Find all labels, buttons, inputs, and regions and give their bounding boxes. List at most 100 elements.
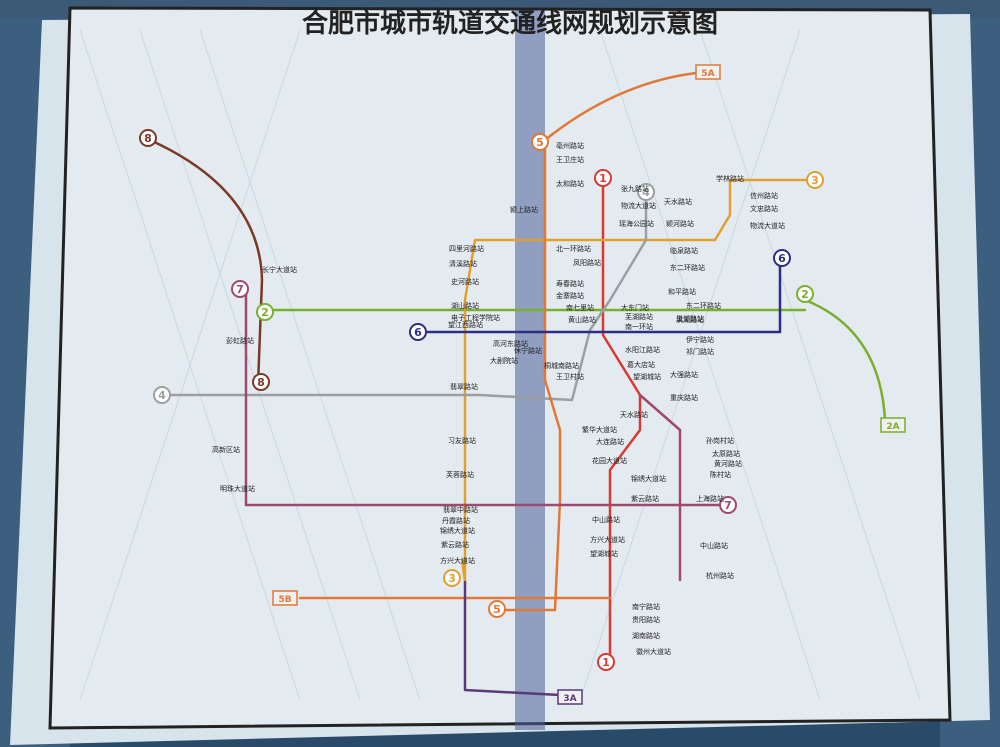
station-label: 望湖城站	[590, 549, 618, 558]
station-label: 黄山路站	[568, 315, 596, 324]
station-label: 祁门路站	[686, 347, 714, 356]
station-label: 中山路站	[700, 541, 728, 550]
line-4-badge: 4	[153, 386, 171, 404]
station-label: 物流大道站	[750, 221, 785, 230]
line-5-route	[503, 70, 707, 612]
station-label: 和平路站	[668, 287, 696, 296]
station-label: 芜湖路站	[625, 312, 653, 321]
station-label: 习友路站	[448, 436, 476, 445]
map-title: 合肥市城市轨道交通线网规划示意图	[302, 8, 718, 39]
line-4-badge: 4	[637, 183, 655, 201]
line-7-badge: 7	[231, 280, 249, 298]
station-label: 葛大店站	[627, 360, 655, 369]
station-label: 太和路站	[556, 179, 584, 188]
line-2-badge: 2	[256, 303, 274, 321]
line-6-badge: 6	[773, 249, 791, 267]
station-label: 孙岗村站	[706, 436, 734, 445]
station-label: 滨湖路站	[676, 315, 704, 324]
station-label: 凤阳路站	[573, 258, 601, 267]
line-badge-label: 8	[257, 376, 265, 389]
line-5b-badge: 5B	[272, 590, 298, 606]
line-1-badge: 1	[597, 653, 615, 671]
line-badge-label: 4	[158, 389, 166, 402]
line-5a-badge: 5A	[695, 64, 721, 80]
station-label: 大剧院站	[490, 356, 518, 365]
station-label: 休宁路站	[514, 346, 542, 355]
line-7-route	[244, 288, 732, 507]
line-badge-label: 2	[261, 306, 269, 319]
station-label: 繁华大道站	[582, 425, 617, 434]
line-3-badge: 3	[806, 171, 824, 189]
station-label: 物流大道站	[621, 201, 656, 210]
line-badge-label: 5B	[278, 595, 291, 605]
line-badge-label: 2	[801, 288, 809, 301]
station-label: 四里河路站	[449, 244, 484, 253]
station-label: 信州路站	[750, 191, 778, 200]
station-label: 重庆路站	[670, 393, 698, 402]
line-8-badge: 8	[252, 373, 270, 391]
line-3-route	[460, 178, 817, 584]
station-label: 锦绣大道站	[631, 474, 666, 483]
station-label: 大东门站	[621, 303, 649, 312]
line-badge-label: 6	[778, 252, 786, 265]
station-label: 巢湖路站	[676, 314, 704, 323]
station-label: 太原路站	[712, 449, 740, 458]
line-3a-badge: 3A	[557, 689, 583, 705]
station-label: 张九路站	[621, 184, 649, 193]
line-badge-label: 4	[642, 186, 650, 199]
station-label: 湖南路站	[632, 631, 660, 640]
line-5-badge: 5	[488, 600, 506, 618]
station-label: 大连路站	[596, 437, 624, 446]
line-1-badge: 1	[594, 169, 612, 187]
station-label: 望湖城站	[633, 372, 661, 381]
line-badge-label: 5	[493, 603, 501, 616]
station-label: 贵阳路站	[632, 615, 660, 624]
station-label: 王卫村站	[556, 372, 584, 381]
station-label: 长宁大道站	[262, 265, 297, 274]
station-label: 天水路站	[664, 197, 692, 206]
line-3a-route	[463, 580, 562, 697]
station-label: 天水路站	[620, 410, 648, 419]
line-badge-label: 5A	[701, 69, 714, 79]
line-3-badge: 3	[443, 569, 461, 587]
station-label: 陈村站	[710, 470, 731, 479]
line-6-route	[418, 260, 782, 334]
station-label: 瑶海公园站	[619, 219, 654, 228]
station-label: 黄河路站	[714, 459, 742, 468]
station-label: 水阳江路站	[625, 345, 660, 354]
line-7-east-route	[638, 393, 682, 582]
station-label: 芙蓉路站	[446, 470, 474, 479]
line-5-badge: 5	[531, 133, 549, 151]
line-badge-label: 6	[414, 326, 422, 339]
station-label: 桐城南路站	[544, 361, 579, 370]
station-label: 电子工程学院站	[451, 313, 500, 322]
station-label: 寿春路站	[556, 279, 584, 288]
station-label: 大强路站	[670, 370, 698, 379]
station-label: 南宁路站	[632, 602, 660, 611]
station-label: 望江西路站	[448, 320, 483, 329]
line-1-route	[601, 176, 642, 664]
station-label: 南一环站	[625, 322, 653, 331]
station-label: 徽州大道站	[636, 647, 671, 656]
station-label: 王卫庄站	[556, 155, 584, 164]
station-label: 亳州路站	[556, 141, 584, 150]
line-badge-label: 1	[602, 656, 610, 669]
line-2-badge: 2	[796, 285, 814, 303]
station-label: 中山路站	[592, 515, 620, 524]
station-label: 上海路站	[696, 494, 724, 503]
line-badge-label: 7	[236, 283, 244, 296]
line-badge-label: 3A	[563, 694, 576, 704]
line-badge-label: 3	[811, 174, 819, 187]
line-badge-label: 5	[536, 136, 544, 149]
station-label: 金寨路站	[556, 291, 584, 300]
station-label: 清溪路站	[449, 259, 477, 268]
station-label: 翡翠路站	[450, 382, 478, 391]
line-2a-route	[803, 298, 887, 422]
station-label: 湖山路站	[451, 301, 479, 310]
station-label: 高河东路站	[493, 339, 528, 348]
line-2a-badge: 2A	[880, 417, 906, 433]
station-label: 伊宁路站	[686, 335, 714, 344]
line-4-route	[158, 190, 648, 402]
station-label: 明珠大道站	[220, 484, 255, 493]
station-label: 方兴大道站	[440, 556, 475, 565]
